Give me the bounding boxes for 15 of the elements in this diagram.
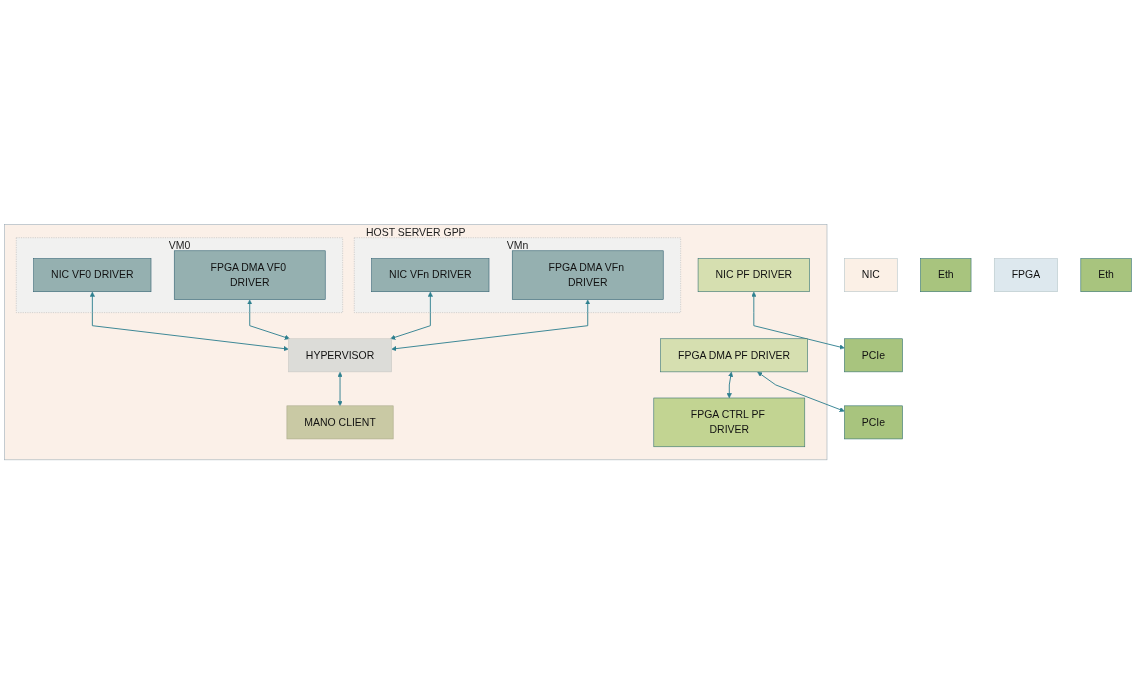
node-box: MANO CLIENT — [286, 405, 394, 439]
node-box: FPGA — [994, 258, 1058, 292]
node-box: FPGA CTRL PF DRIVER — [653, 397, 806, 447]
node-box: FPGA DMA PF DRIVER — [660, 338, 808, 372]
node-box: Eth — [1080, 258, 1132, 292]
node-box: PCIe — [844, 405, 903, 439]
node-box: HYPERVISOR — [288, 338, 392, 372]
node-box: FPGA DMA VF0 DRIVER — [173, 250, 326, 300]
node-box: NIC VF0 DRIVER — [33, 258, 152, 292]
node-box: NIC PF DRIVER — [697, 258, 810, 292]
node-box: PCIe — [844, 338, 903, 372]
node-box: NIC — [844, 258, 898, 292]
node-box: FPGA DMA VFn DRIVER — [511, 250, 664, 300]
node-box: NIC VFn DRIVER — [371, 258, 490, 292]
node-box: Eth — [920, 258, 972, 292]
